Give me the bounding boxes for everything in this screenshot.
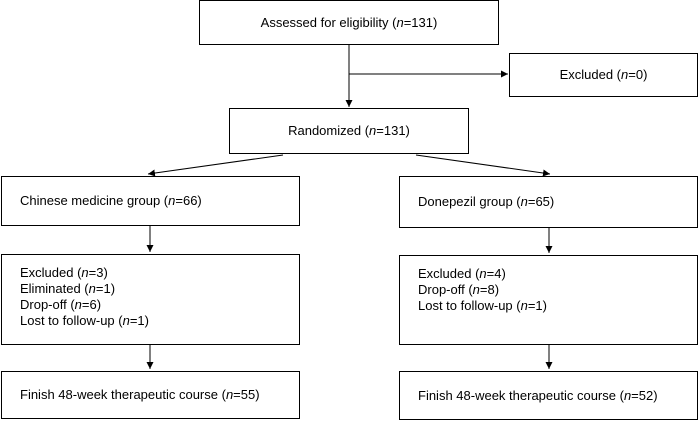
randomized-box: Randomized (n=131) <box>229 108 469 154</box>
donepezil-exclusion-line: Drop-off (n=8) <box>418 282 500 297</box>
chinese-exclusion-line: Drop-off (n=6) <box>20 297 102 312</box>
chinese-exclusion-line: Lost to follow-up (n=1) <box>20 313 149 328</box>
randomized-label: Randomized (n=131) <box>288 123 410 138</box>
donepezil-exclusion-line: Lost to follow-up (n=1) <box>418 298 547 313</box>
chinese-exclusion-line: Eliminated (n=1) <box>20 281 116 296</box>
donepezil-group-box: Donepezil group (n=65) <box>399 176 698 228</box>
chinese-group-label: Chinese medicine group (n=66) <box>20 193 202 208</box>
excluded-top-label: Excluded (n=0) <box>559 67 648 82</box>
arrow-randomized-to-chinese <box>147 154 284 177</box>
chinese-exclusion-line: Excluded (n=3) <box>20 265 108 280</box>
donepezil-exclusions-box: Excluded (n=4) Drop-off (n=8) Lost to fo… <box>399 255 698 345</box>
chinese-group-box: Chinese medicine group (n=66) <box>1 176 300 226</box>
donepezil-group-label: Donepezil group (n=65) <box>418 194 555 209</box>
assessed-box: Assessed for eligibility (n=131) <box>199 0 499 45</box>
excluded-top-box: Excluded (n=0) <box>509 53 698 97</box>
arrow-randomized-to-donepezil <box>415 154 551 177</box>
assessed-label: Assessed for eligibility (n=131) <box>260 14 438 30</box>
donepezil-finish-box: Finish 48-week therapeutic course (n=52) <box>399 371 698 420</box>
chinese-finish-box: Finish 48-week therapeutic course (n=55) <box>1 371 300 419</box>
chinese-finish-label: Finish 48-week therapeutic course (n=55) <box>20 387 260 402</box>
donepezil-exclusion-line: Excluded (n=4) <box>418 266 506 281</box>
donepezil-finish-label: Finish 48-week therapeutic course (n=52) <box>418 387 658 403</box>
chinese-exclusions-box: Excluded (n=3) Eliminated (n=1) Drop-off… <box>1 254 300 345</box>
